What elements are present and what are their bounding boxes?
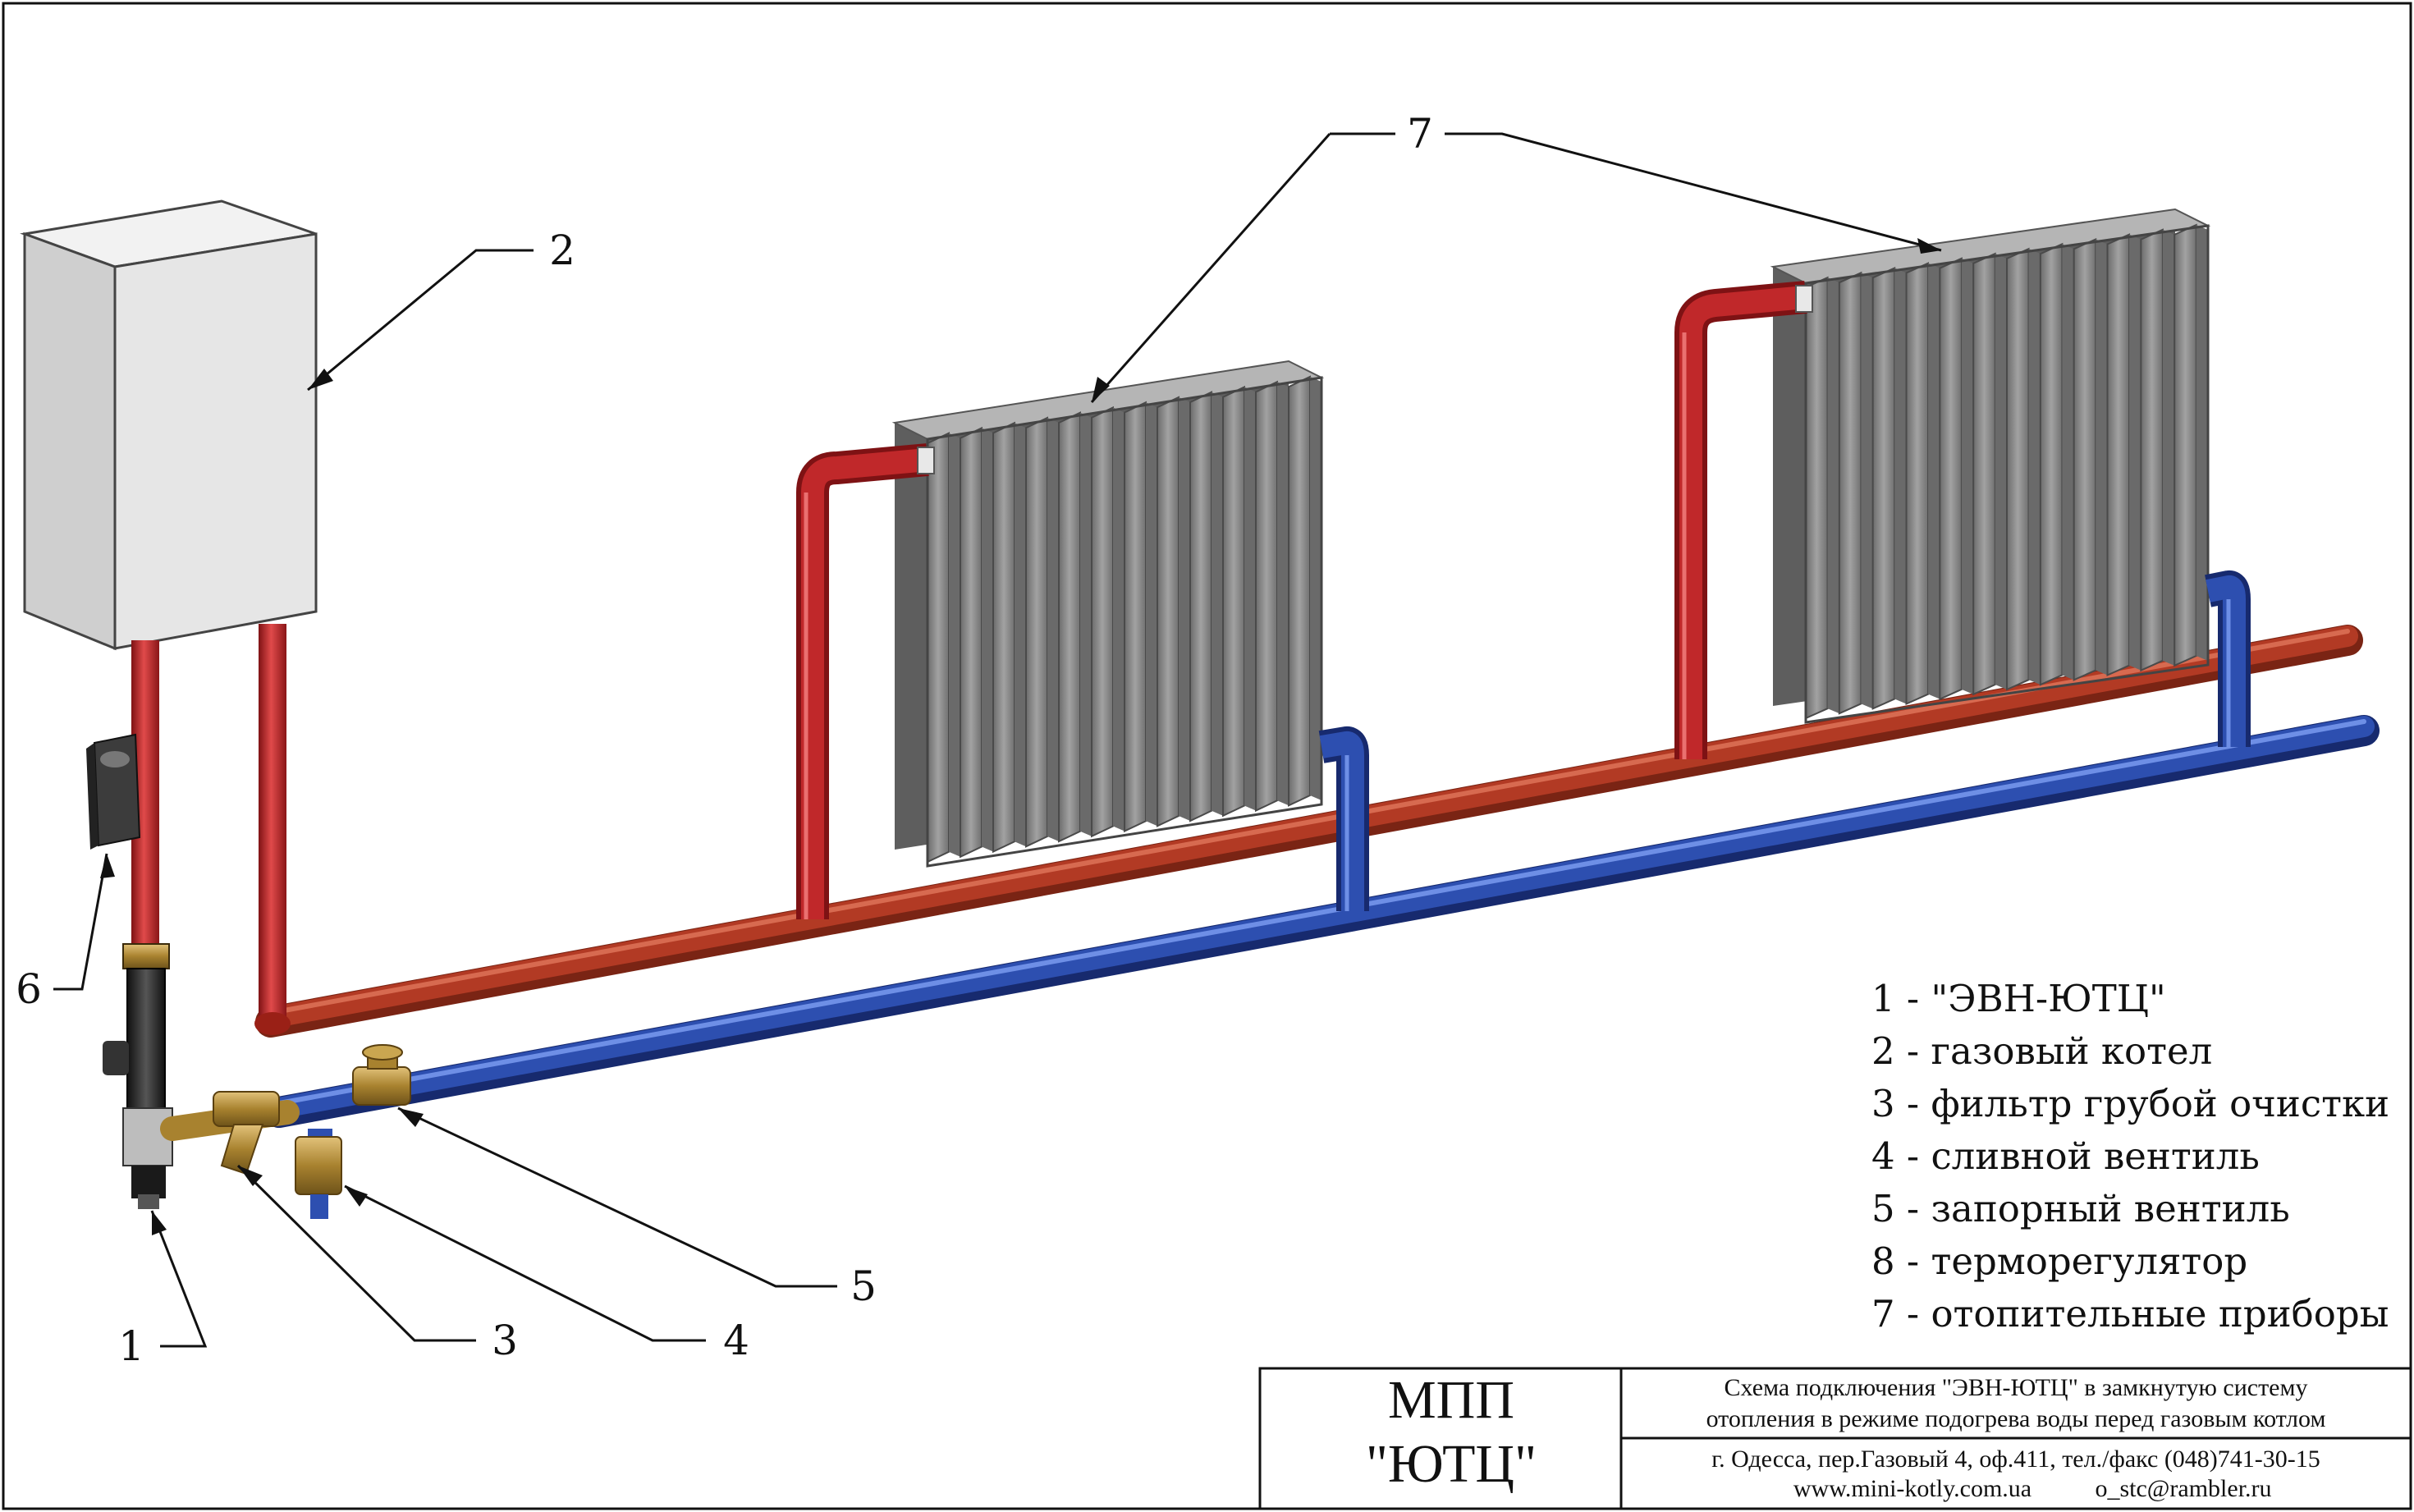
gas-boiler	[20, 199, 318, 651]
legend-item-4: 4 - сливной вентиль	[1871, 1134, 2260, 1178]
legend-item-1: 1 - "ЭВН-ЮТЦ"	[1871, 977, 2166, 1020]
website: www.mini-kotly.com.ua	[1793, 1475, 2032, 1502]
org-line-1: МПП	[1388, 1370, 1514, 1430]
thermostat	[86, 733, 141, 850]
description-line-2: отопления в режиме подогрева воды перед …	[1706, 1405, 2326, 1432]
legend-item-8: 8 - терморегулятор	[1871, 1239, 2247, 1283]
title-block: МПП "ЮТЦ" Схема подключения "ЭВН-ЮТЦ" в …	[1258, 1367, 2412, 1510]
callout-6: 6	[16, 965, 42, 1013]
legend: 1 - "ЭВН-ЮТЦ" 2 - газовый котел 3 - филь…	[1871, 977, 2389, 1336]
legend-item-2: 2 - газовый котел	[1871, 1029, 2212, 1073]
callout-4: 4	[723, 1317, 749, 1364]
callout-7: 7	[1407, 110, 1433, 158]
hot-riser-2	[1674, 281, 1813, 759]
address: г. Одесса, пер.Газовый 4, оф.411, тел./ф…	[1711, 1446, 2320, 1473]
callout-5: 5	[850, 1262, 877, 1310]
description-line-1: Схема подключения "ЭВН-ЮТЦ" в замкнутую …	[1725, 1374, 2308, 1401]
coarse-filter	[213, 1091, 280, 1175]
shutoff-valve	[352, 1044, 411, 1106]
cold-main-pipe	[263, 715, 2380, 1128]
legend-item-5: 5 - запорный вентиль	[1871, 1187, 2290, 1230]
cold-riser-1	[1318, 726, 1369, 911]
arrowheads	[100, 238, 1941, 1235]
leader-lines	[53, 132, 1942, 1348]
radiator-2	[1770, 208, 2211, 724]
cold-riser-2	[2205, 570, 2251, 747]
boiler-supply-pipe	[254, 624, 291, 1035]
callout-3: 3	[492, 1317, 518, 1364]
evn-heater	[103, 943, 173, 1209]
callout-2: 2	[549, 227, 575, 274]
hot-riser-1	[796, 443, 935, 919]
radiator-1	[891, 360, 1325, 868]
email: o_stc@rambler.ru	[2095, 1475, 2271, 1502]
legend-item-7: 7 - отопительные приборы	[1871, 1292, 2389, 1336]
callout-1: 1	[118, 1322, 144, 1370]
org-line-2: "ЮТЦ"	[1366, 1434, 1537, 1494]
legend-item-3: 3 - фильтр грубой очистки	[1871, 1082, 2389, 1125]
drain-valve	[295, 1129, 342, 1219]
